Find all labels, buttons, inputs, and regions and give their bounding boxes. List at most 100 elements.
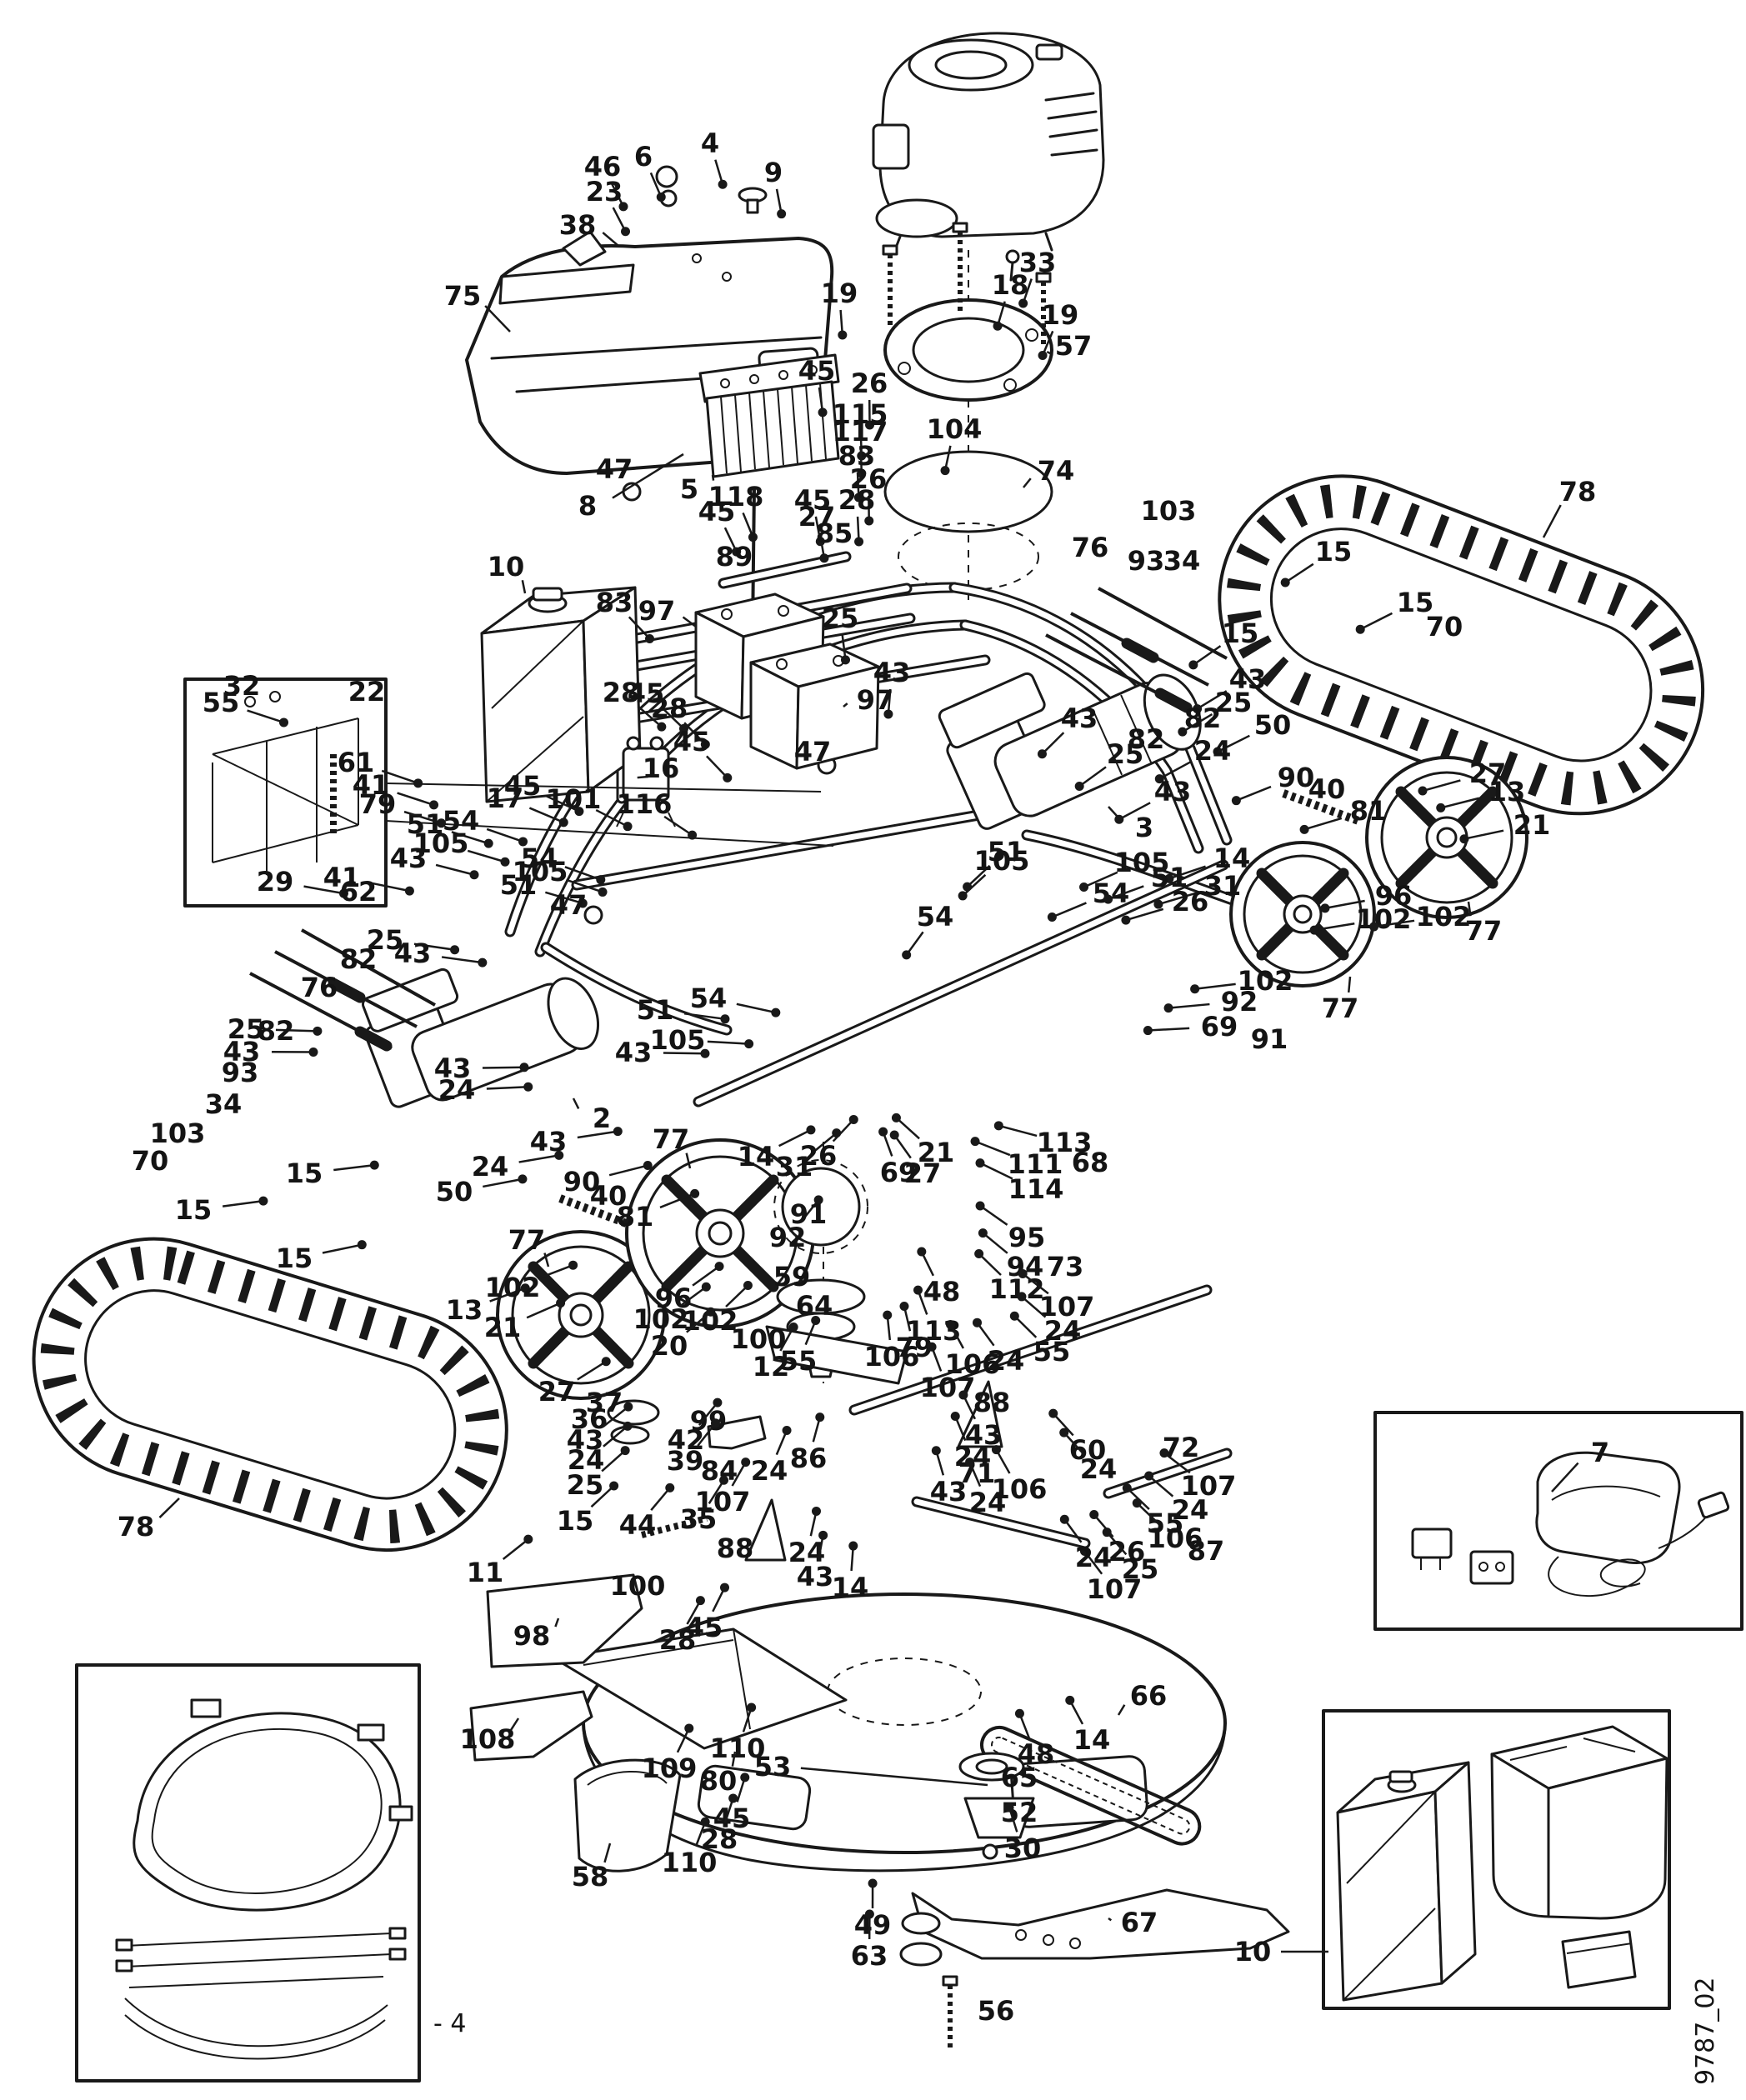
part-label-103: 103 bbox=[150, 1118, 206, 1149]
svg-text:63: 63 bbox=[851, 1940, 888, 1972]
svg-text:98: 98 bbox=[513, 1620, 551, 1652]
wheel-right-rear bbox=[1229, 841, 1376, 988]
svg-text:105: 105 bbox=[513, 856, 568, 888]
part-label-3: 3 bbox=[1108, 806, 1153, 843]
svg-text:106: 106 bbox=[864, 1341, 920, 1372]
part-label-55: 55 bbox=[1122, 1483, 1183, 1539]
svg-text:24: 24 bbox=[1075, 1542, 1113, 1573]
part-label-102: 102 bbox=[633, 1282, 711, 1335]
part-label-17: 17 bbox=[487, 782, 568, 828]
svg-text:54: 54 bbox=[690, 982, 728, 1014]
part-label-24: 24 bbox=[438, 1074, 533, 1106]
part-label-78: 78 bbox=[1542, 476, 1596, 538]
svg-text:41: 41 bbox=[353, 769, 390, 801]
part-label-115: 115 bbox=[833, 398, 888, 461]
svg-text:97: 97 bbox=[857, 684, 894, 716]
svg-text:103: 103 bbox=[1141, 495, 1197, 527]
svg-text:45: 45 bbox=[798, 355, 836, 387]
blade bbox=[911, 1888, 1290, 1960]
svg-text:105: 105 bbox=[650, 1024, 706, 1056]
part-label-25: 25 bbox=[567, 1446, 630, 1501]
part-label-107: 107 bbox=[695, 1458, 750, 1518]
svg-text:51: 51 bbox=[1151, 862, 1188, 893]
mount-bolts bbox=[882, 222, 1052, 346]
svg-text:24: 24 bbox=[1172, 1494, 1209, 1526]
part-label-89: 89 bbox=[716, 541, 753, 572]
part-label-44: 44 bbox=[619, 1482, 675, 1541]
svg-text:26: 26 bbox=[1172, 886, 1209, 918]
part-label-24: 24 bbox=[1059, 1428, 1117, 1485]
part-label-116: 116 bbox=[617, 788, 698, 840]
part-label-59: 59 bbox=[773, 1261, 811, 1292]
part-label-88: 88 bbox=[717, 1532, 754, 1564]
svg-text:30: 30 bbox=[1004, 1832, 1042, 1864]
svg-text:43: 43 bbox=[615, 1037, 653, 1068]
part-label-107: 107 bbox=[1159, 1448, 1236, 1502]
part-label-15: 15 bbox=[557, 1481, 619, 1537]
svg-text:18: 18 bbox=[992, 269, 1029, 301]
part-label-15: 15 bbox=[286, 1158, 379, 1189]
svg-text:102: 102 bbox=[1416, 901, 1472, 932]
svg-text:116: 116 bbox=[617, 788, 673, 820]
part-label-69: 69 bbox=[1143, 1011, 1238, 1042]
svg-text:14: 14 bbox=[1213, 842, 1251, 874]
part-label-61: 61 bbox=[338, 747, 423, 788]
part-label-43: 43 bbox=[567, 1402, 633, 1456]
part-label-58: 58 bbox=[572, 1842, 612, 1892]
part-label-25: 25 bbox=[367, 924, 460, 956]
svg-text:50: 50 bbox=[436, 1176, 473, 1208]
svg-text:15: 15 bbox=[1315, 536, 1353, 568]
svg-text:44: 44 bbox=[619, 1509, 657, 1541]
part-label-80: 80 bbox=[700, 1751, 737, 1797]
part-label-68: 68 bbox=[1072, 1147, 1109, 1178]
svg-text:52: 52 bbox=[1001, 1797, 1038, 1828]
svg-text:117: 117 bbox=[833, 416, 888, 448]
part-label-31: 31 bbox=[1153, 870, 1241, 909]
svg-text:15: 15 bbox=[1222, 618, 1259, 649]
harness-box bbox=[75, 1663, 421, 2082]
part-label-70: 70 bbox=[1426, 611, 1463, 642]
part-label-102: 102 bbox=[1369, 901, 1471, 932]
wheel-right-front bbox=[1365, 756, 1528, 919]
svg-text:25: 25 bbox=[1215, 687, 1253, 718]
part-label-97: 97 bbox=[843, 684, 893, 716]
part-label-66: 66 bbox=[1117, 1680, 1167, 1716]
part-label-76: 76 bbox=[301, 972, 338, 1003]
part-label-26: 26 bbox=[850, 463, 887, 526]
svg-text:48: 48 bbox=[1018, 1738, 1055, 1770]
svg-text:24: 24 bbox=[1080, 1453, 1118, 1485]
part-label-40: 40 bbox=[590, 1180, 628, 1212]
svg-text:15: 15 bbox=[175, 1194, 213, 1226]
svg-text:71: 71 bbox=[958, 1458, 996, 1489]
svg-text:77: 77 bbox=[1322, 992, 1359, 1024]
part-label-87: 87 bbox=[1188, 1535, 1225, 1567]
part-label-26: 26 bbox=[800, 1114, 858, 1172]
part-label-14: 14 bbox=[832, 1541, 868, 1603]
svg-text:10: 10 bbox=[488, 551, 525, 582]
svg-text:23: 23 bbox=[586, 176, 623, 208]
svg-text:105: 105 bbox=[413, 828, 469, 859]
part-label-13: 13 bbox=[446, 1283, 530, 1326]
svg-text:74: 74 bbox=[1038, 455, 1075, 487]
svg-text:108: 108 bbox=[460, 1723, 516, 1755]
svg-text:36: 36 bbox=[571, 1403, 608, 1435]
part-label-26: 26 bbox=[851, 368, 888, 430]
svg-text:29: 29 bbox=[257, 866, 294, 898]
part-label-27: 27 bbox=[538, 1357, 611, 1408]
part-label-24: 24 bbox=[1154, 735, 1231, 784]
part-label-11: 11 bbox=[467, 1534, 533, 1588]
svg-text:58: 58 bbox=[572, 1861, 609, 1892]
part-label-47: 47 bbox=[794, 736, 832, 768]
tie-rod-springs bbox=[558, 789, 1360, 1538]
svg-text:28: 28 bbox=[651, 692, 688, 724]
svg-text:41: 41 bbox=[323, 862, 361, 893]
svg-text:65: 65 bbox=[1001, 1762, 1038, 1793]
svg-text:31: 31 bbox=[776, 1151, 813, 1182]
svg-text:13: 13 bbox=[446, 1294, 483, 1326]
part-label-77: 77 bbox=[1322, 976, 1359, 1024]
part-label-9: 9 bbox=[764, 157, 787, 219]
svg-text:21: 21 bbox=[484, 1312, 522, 1343]
part-label-88: 88 bbox=[973, 1387, 1011, 1418]
part-label-102: 102 bbox=[1190, 965, 1293, 997]
svg-text:15: 15 bbox=[1397, 587, 1434, 618]
